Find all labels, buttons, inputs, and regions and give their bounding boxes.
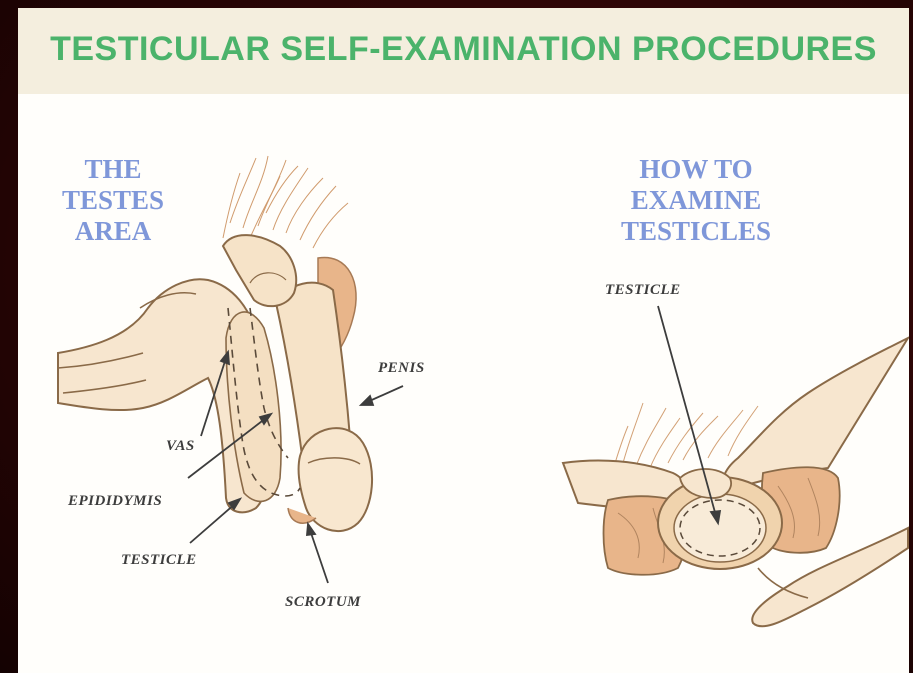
label-penis: PENIS — [378, 360, 425, 377]
left-illustration — [58, 156, 403, 583]
label-vas: VAS — [166, 438, 195, 455]
label-epididymis: EPIDIDYMIS — [68, 493, 162, 510]
anatomy-illustration — [18, 8, 909, 673]
label-testicle-left: TESTICLE — [121, 552, 197, 569]
glans — [299, 428, 373, 531]
label-testicle-right: TESTICLE — [605, 282, 681, 299]
right-illustration — [563, 306, 908, 626]
testicle-right-panel — [674, 494, 766, 562]
label-scrotum: SCROTUM — [285, 594, 361, 611]
diagram-panel: TESTICULAR SELF-EXAMINATION PROCEDURES T… — [18, 8, 909, 673]
pubic-hair-left — [223, 156, 348, 248]
